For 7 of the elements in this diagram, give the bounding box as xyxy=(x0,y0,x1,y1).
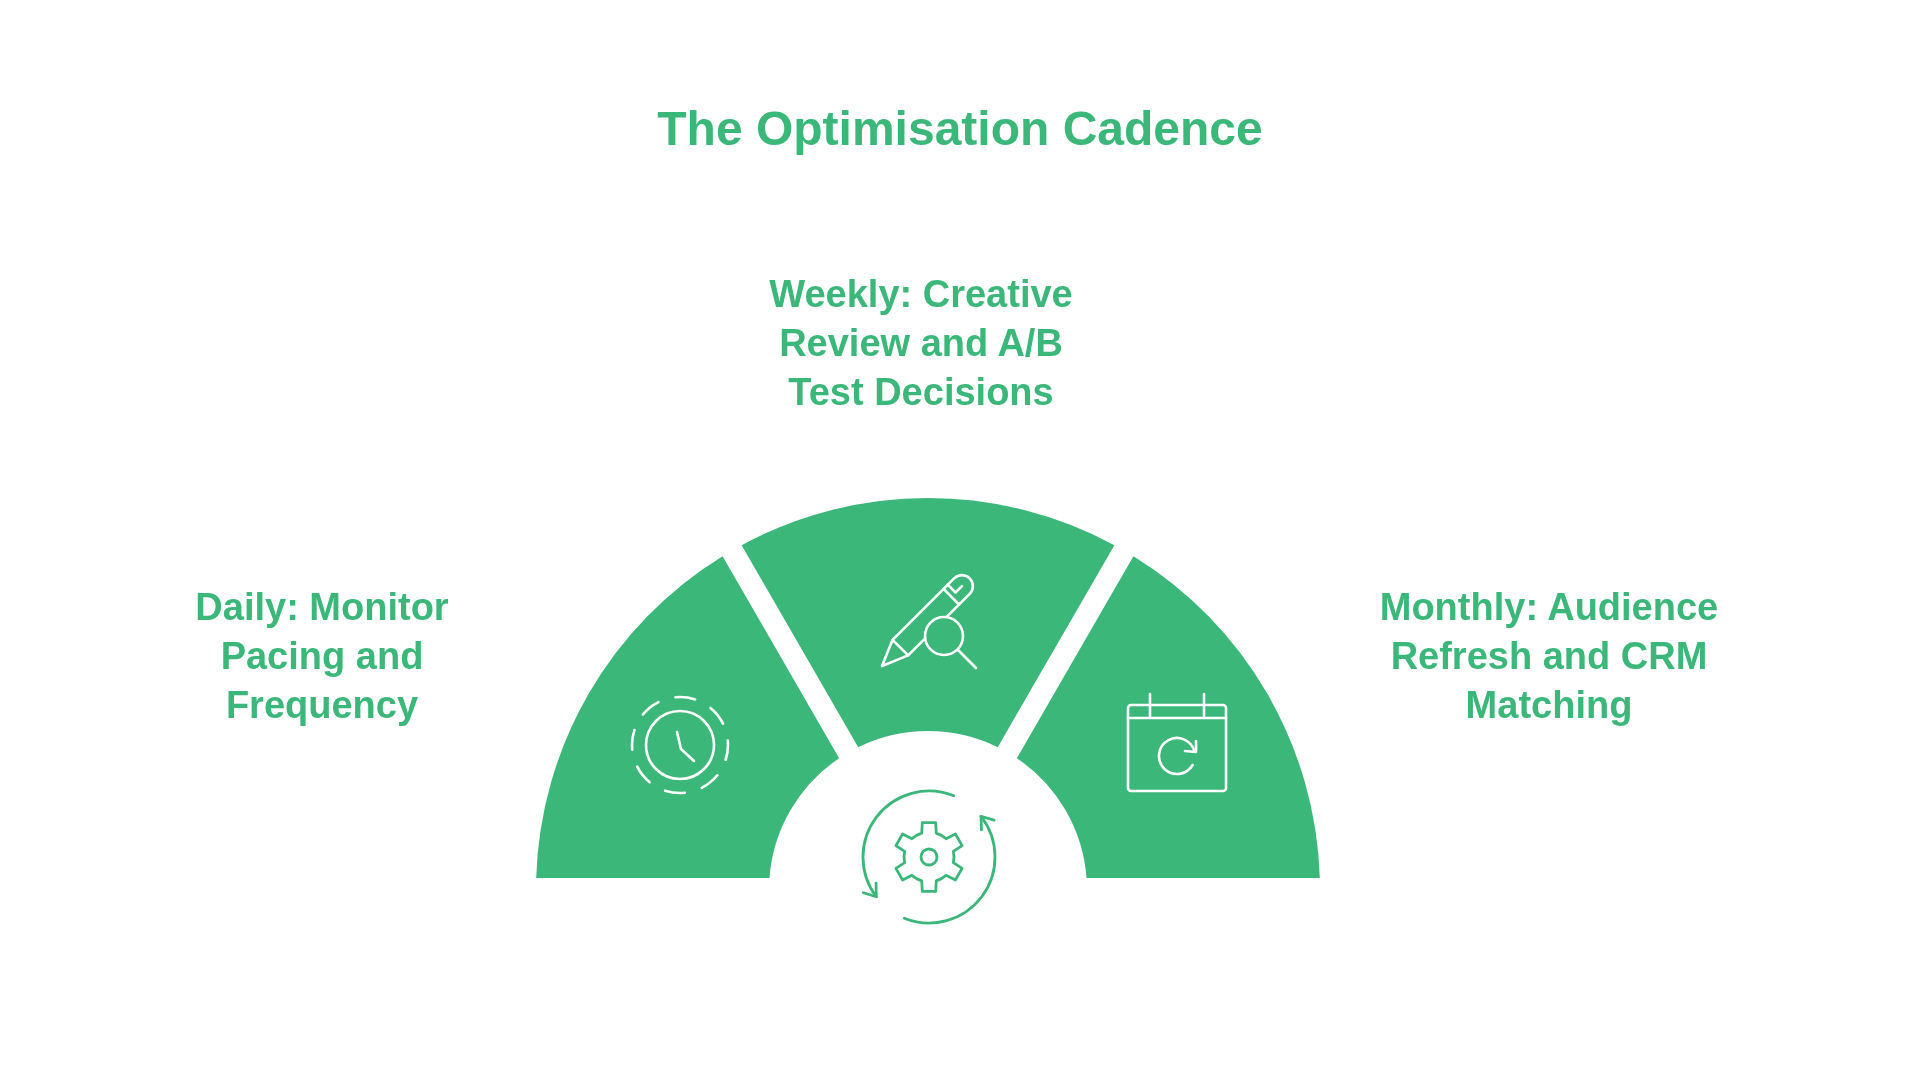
stage-label: Daily: Monitor Pacing and Frequency xyxy=(194,585,450,728)
semicircle-segment xyxy=(741,498,1115,748)
semicircle-segment xyxy=(536,556,840,878)
semicircle-segment xyxy=(1016,556,1320,879)
stage-label: Weekly: Creative Review and A/B Test Decisions xyxy=(768,272,1074,415)
title: The Optimisation Cadence xyxy=(657,101,1263,157)
stage-label: Monthly: Audience Refresh and CRM Matching xyxy=(1378,585,1720,728)
